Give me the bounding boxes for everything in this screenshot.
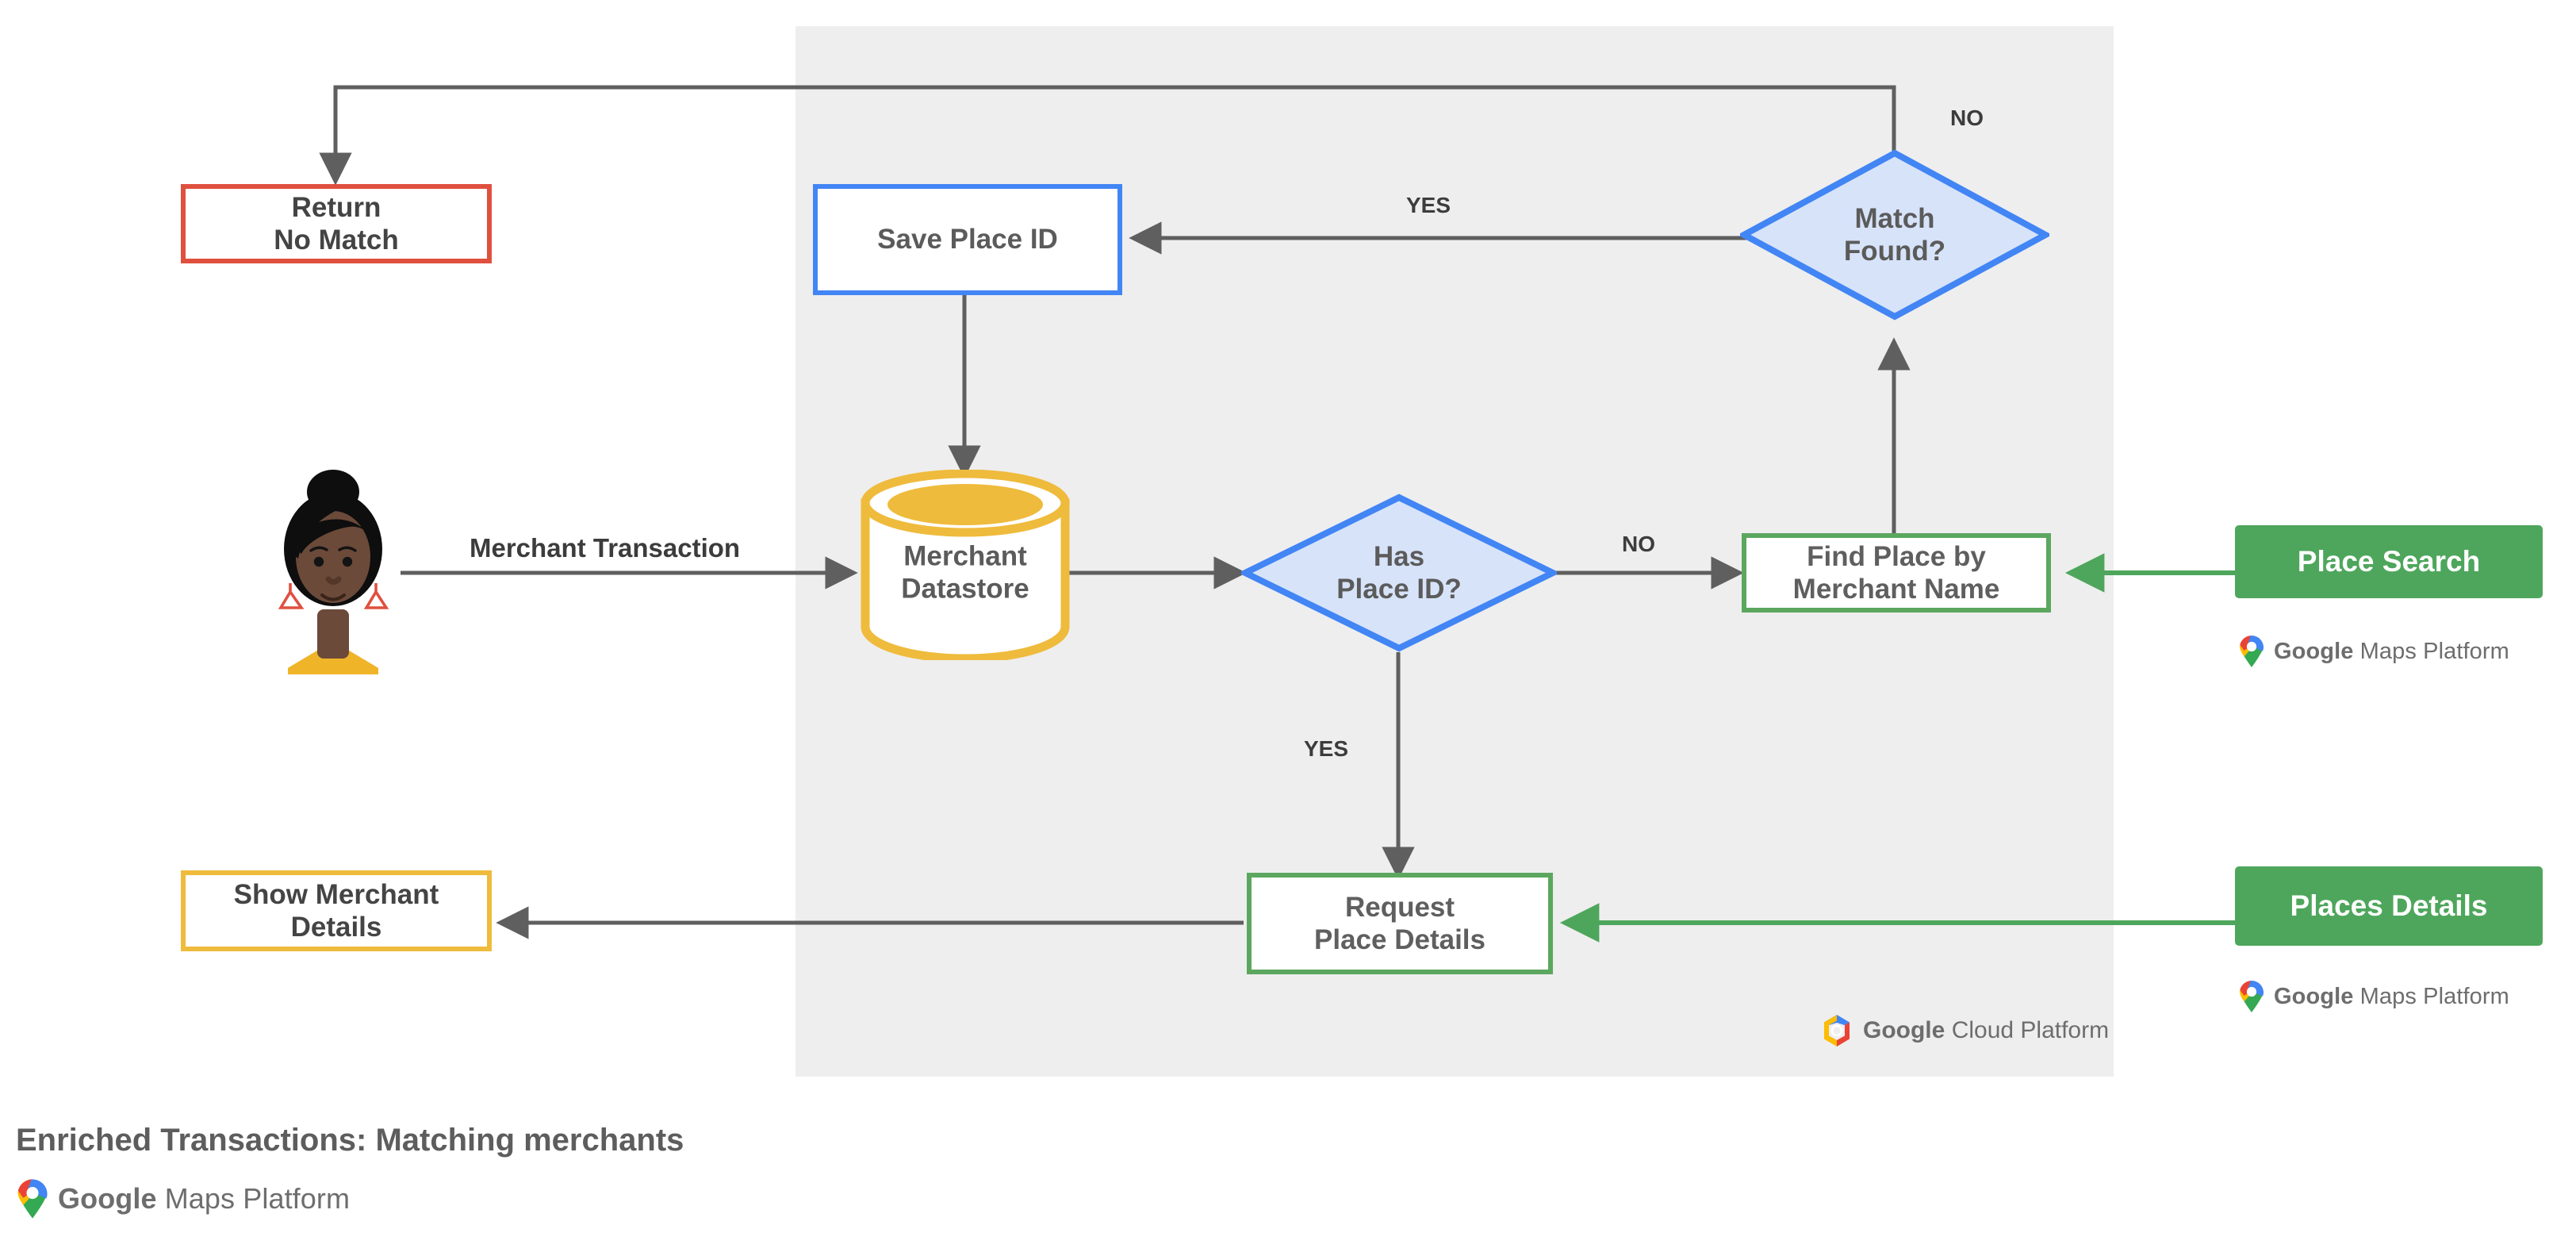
node-request-place-details-label: Request Place Details: [1314, 891, 1485, 955]
edge-label-has-place-id-no: NO: [1622, 532, 1655, 556]
node-merchant-datastore[interactable]: Merchant Datastore: [861, 470, 1070, 660]
caption-maps-platform-wordmark: Google Maps Platform: [58, 1182, 351, 1215]
api-card-places-details-label: Places Details: [2290, 889, 2488, 923]
node-save-place-id[interactable]: Save Place ID: [813, 184, 1122, 295]
edge-label-match-found-yes: YES: [1406, 193, 1451, 217]
google-maps-pin-icon: [2239, 636, 2264, 667]
node-merchant-datastore-label: Merchant Datastore: [901, 540, 1029, 605]
node-show-merchant-details[interactable]: Show Merchant Details: [181, 870, 492, 951]
node-request-place-details[interactable]: Request Place Details: [1247, 873, 1553, 974]
google-maps-pin-icon: [17, 1179, 48, 1219]
merchant-customer-avatar: [262, 460, 404, 674]
node-find-place-by-merchant-name[interactable]: Find Place by Merchant Name: [1742, 533, 2051, 613]
node-has-place-id-label: Has Place ID?: [1336, 540, 1462, 605]
node-return-no-match[interactable]: Return No Match: [181, 184, 492, 263]
node-save-place-id-label: Save Place ID: [877, 224, 1058, 255]
api-card-place-search-label: Place Search: [2297, 545, 2481, 578]
edge-label-merchant-transaction: Merchant Transaction: [470, 533, 741, 563]
place-search-maps-platform-lockup: Google Maps Platform: [2238, 635, 2509, 668]
node-match-found-label: Match Found?: [1843, 202, 1946, 267]
node-return-no-match-label: Return No Match: [274, 191, 399, 255]
edge-label-match-found-no: NO: [1950, 106, 1984, 130]
places-details-maps-platform-wordmark: Google Maps Platform: [2274, 983, 2509, 1009]
google-cloud-platform-wordmark: Google Cloud Platform: [1863, 1017, 2110, 1043]
node-find-place-by-merchant-name-label: Find Place by Merchant Name: [1792, 540, 2000, 605]
place-search-maps-platform-wordmark: Google Maps Platform: [2274, 638, 2509, 664]
api-card-place-search[interactable]: Place Search: [2235, 525, 2543, 598]
places-details-maps-platform-lockup: Google Maps Platform: [2238, 980, 2509, 1013]
node-has-place-id[interactable]: Has Place ID?: [1241, 494, 1557, 652]
google-cloud-platform-hexagon-icon: [1824, 1015, 1850, 1047]
page-title: Enriched Transactions: Matching merchant…: [16, 1123, 684, 1158]
node-show-merchant-details-label: Show Merchant Details: [233, 878, 439, 943]
google-maps-pin-icon: [2239, 981, 2264, 1012]
edge-label-has-place-id-yes: YES: [1304, 736, 1349, 761]
caption-maps-platform-lockup: Google Maps Platform: [16, 1178, 350, 1219]
api-card-places-details[interactable]: Places Details: [2235, 866, 2543, 946]
google-cloud-platform-lockup: Google Cloud Platform: [1820, 1013, 2109, 1048]
node-match-found[interactable]: Match Found?: [1740, 149, 2049, 321]
edge-match-found-no: [319, 85, 1896, 186]
